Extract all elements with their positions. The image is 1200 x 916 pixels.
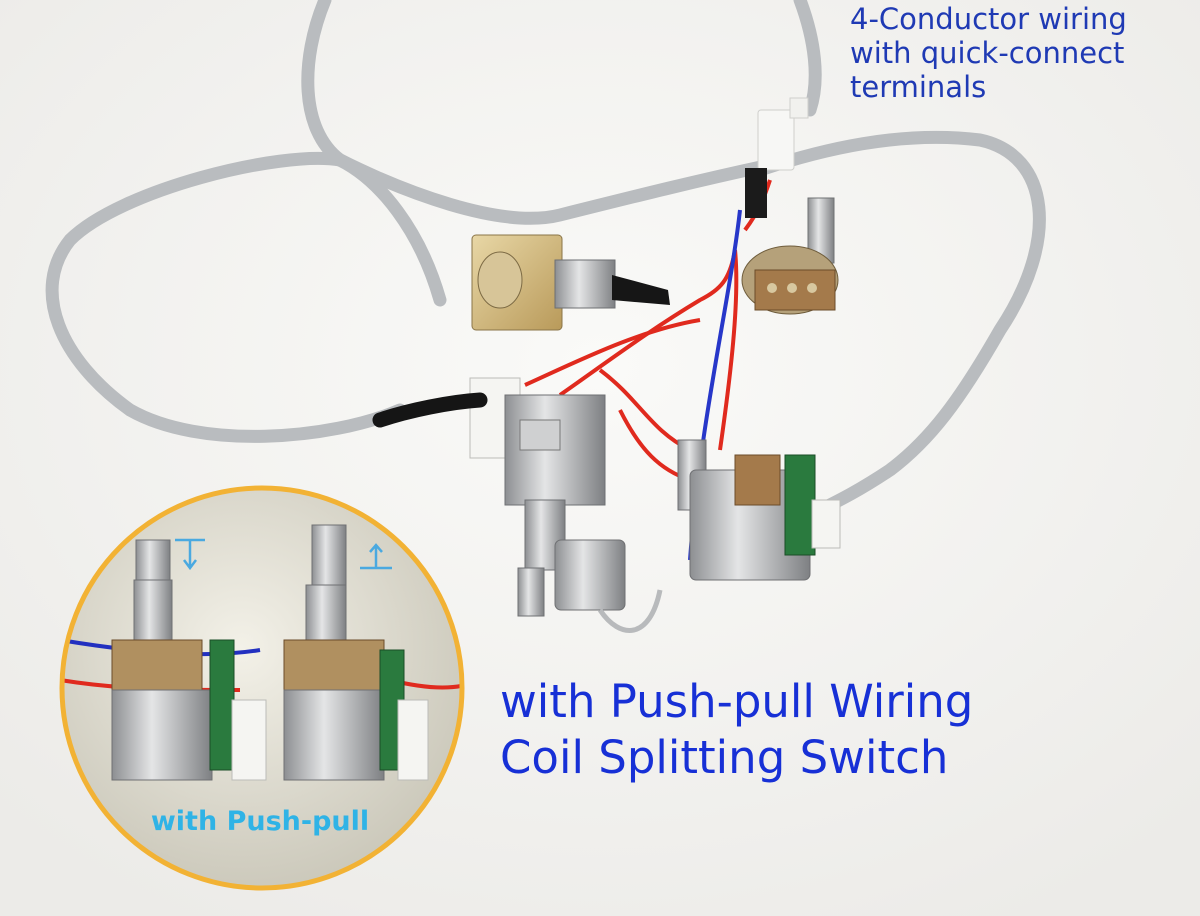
toggle-switch (471, 234, 670, 331)
push-pull-pot-middle (469, 377, 606, 617)
inset-closeup (59, 485, 465, 891)
caption-push-pull: with Push-pull Wiring Coil Splitting Swi… (500, 675, 974, 784)
caption-inset: with Push-pull (150, 806, 370, 837)
output-jack (554, 539, 663, 633)
volume-pot-top (741, 197, 839, 315)
caption-four-conductor: 4-Conductor wiring with quick-connect te… (850, 2, 1127, 104)
push-pull-pot-right (677, 439, 841, 581)
gray-cable (45, 0, 1046, 517)
cable-sleeve (372, 392, 488, 428)
quick-connector (745, 97, 809, 218)
